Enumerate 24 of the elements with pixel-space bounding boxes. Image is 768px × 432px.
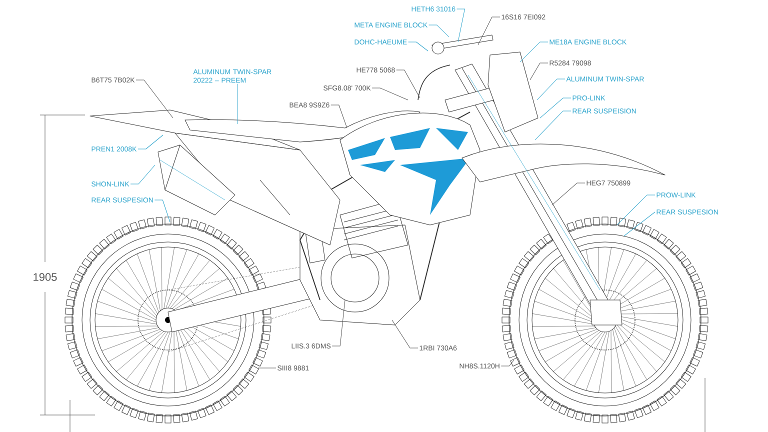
leader-line: [138, 134, 164, 150]
leader-line: [136, 80, 174, 118]
leader-line: [330, 104, 348, 128]
leader-line: [534, 110, 572, 140]
leader-line: [500, 360, 514, 366]
leader-line: [332, 300, 346, 346]
leader-line: [616, 194, 656, 226]
leader-line: [520, 42, 548, 62]
leader-line: [154, 200, 170, 222]
leader-line: [392, 320, 418, 348]
leader-line: [130, 164, 156, 184]
leader-line: [396, 70, 420, 98]
leader-line: [372, 88, 408, 100]
leader-line: [536, 78, 566, 100]
leader-line: [552, 182, 586, 206]
leader-line: [478, 16, 500, 46]
leader-line: [408, 42, 428, 52]
leader-line: [624, 212, 656, 236]
leader-line: [236, 84, 238, 124]
dimension-label: 1905: [34, 273, 57, 281]
leader-line: [530, 62, 548, 80]
leader-line: [540, 98, 572, 118]
leader-line: [428, 24, 450, 38]
leader-line: [456, 8, 466, 42]
